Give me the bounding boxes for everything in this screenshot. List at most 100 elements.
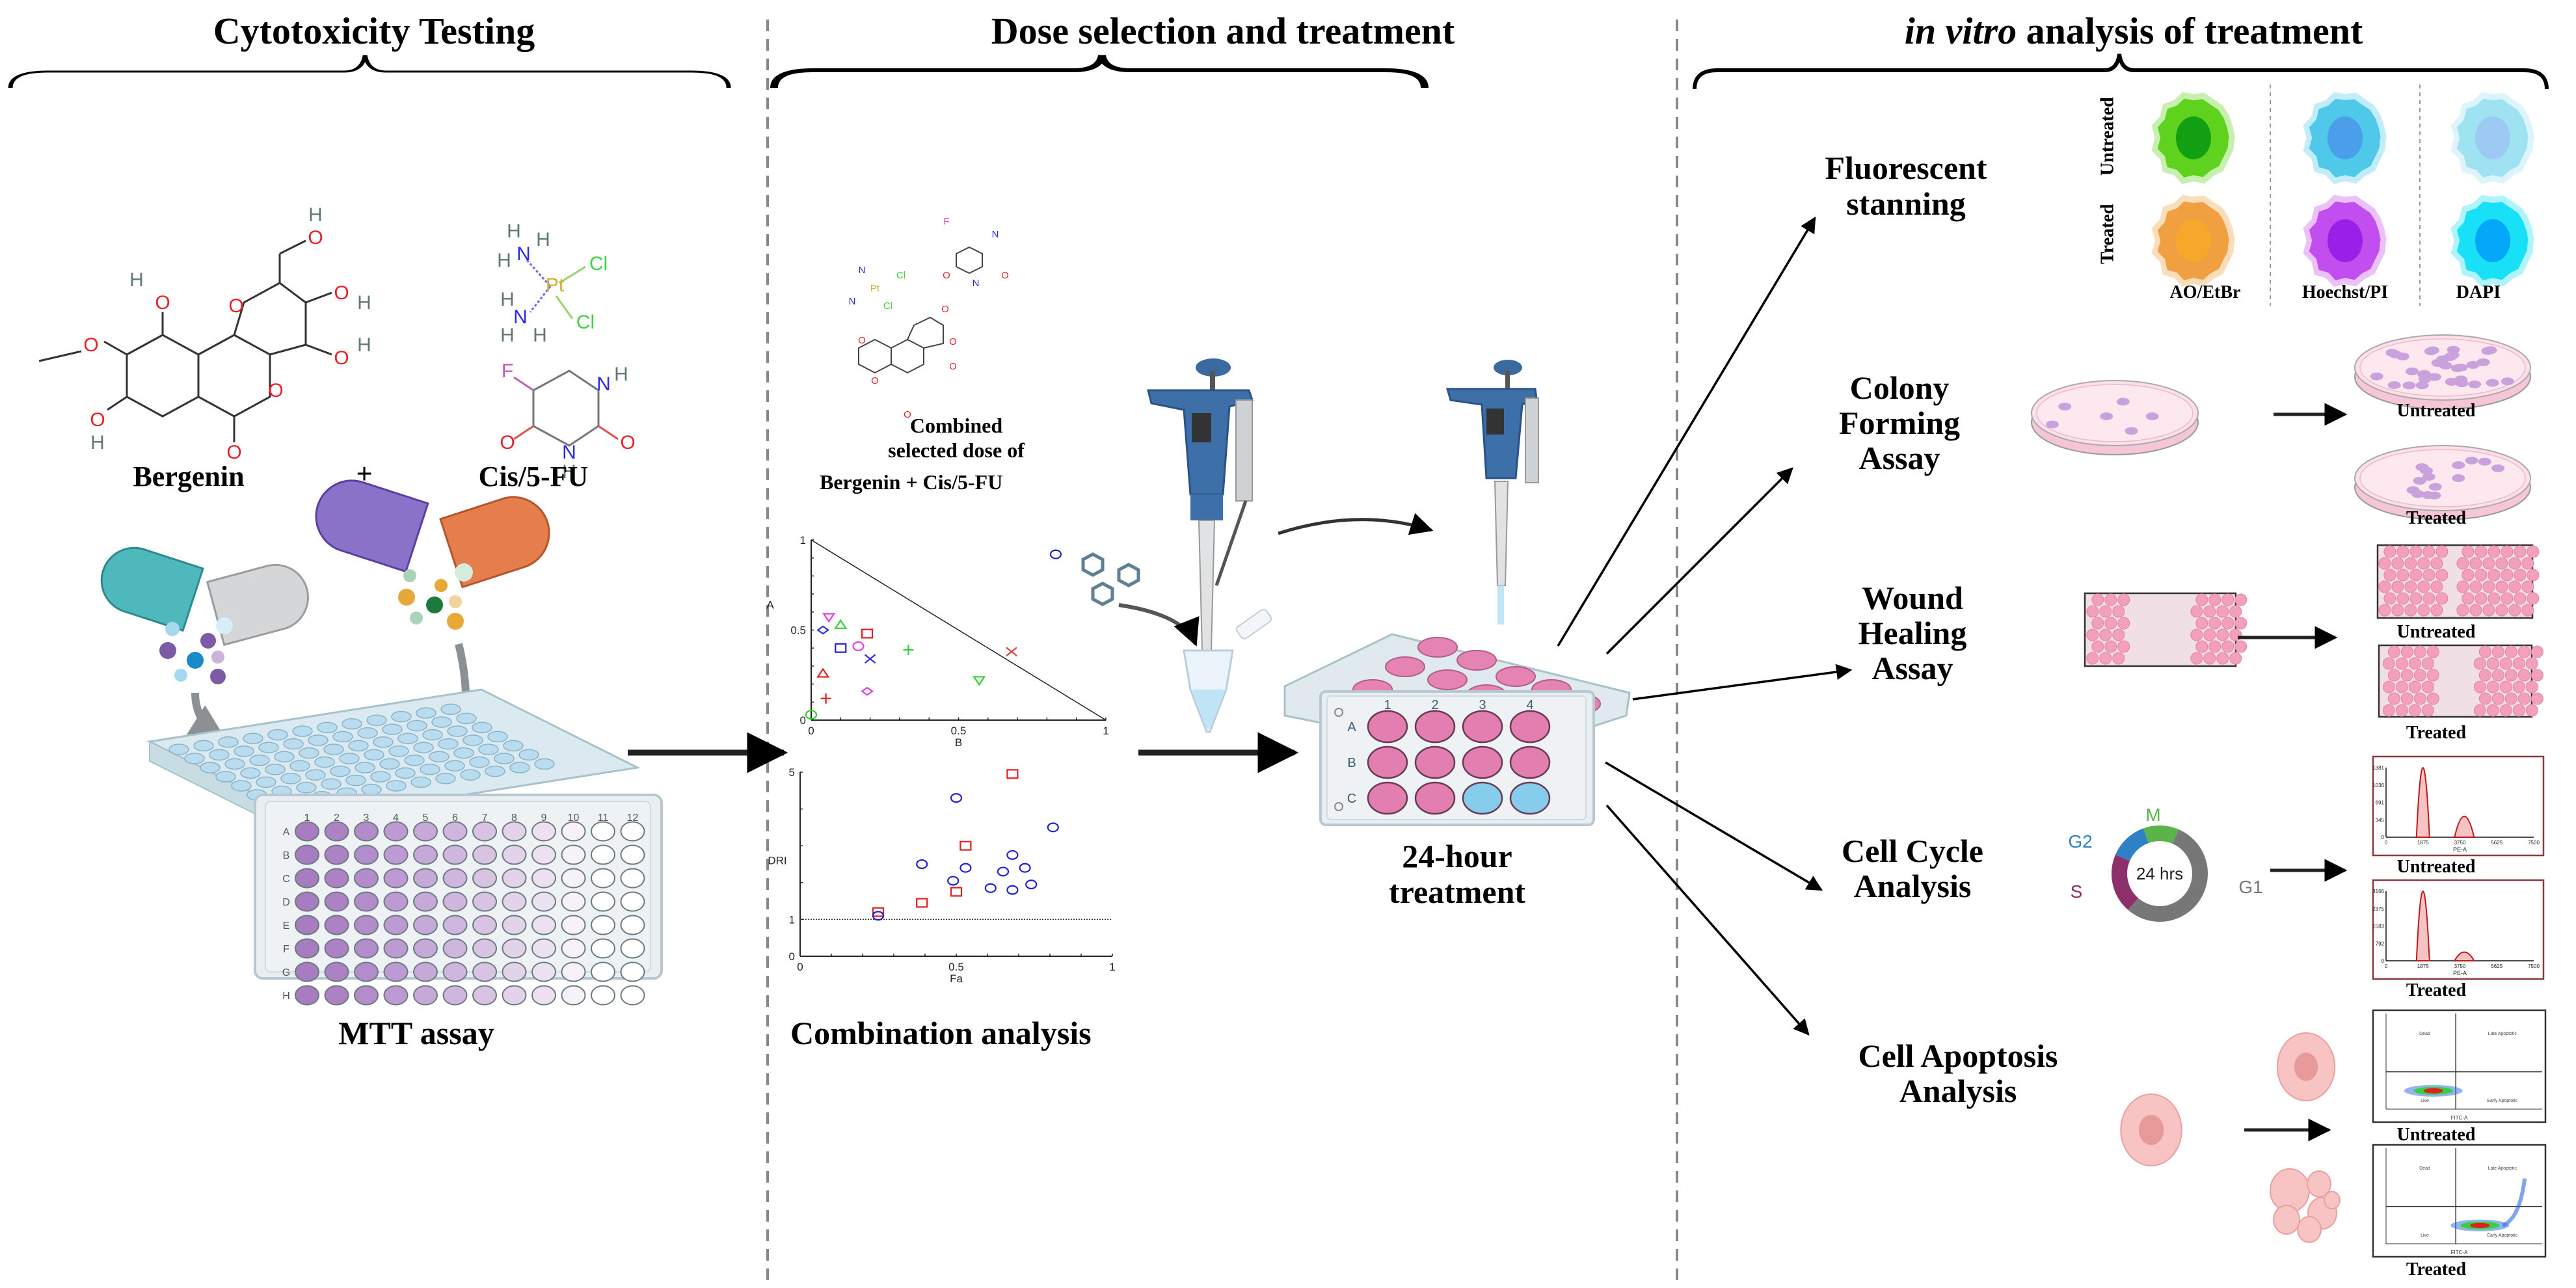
plate96-col-label: 5 [423, 812, 429, 824]
histogram-x-tick: 3750 [2454, 840, 2466, 846]
plate24-back-well [1417, 637, 1458, 658]
fluorescent-label-line1: Fluorescent [1825, 150, 1987, 186]
wound-cell [2195, 617, 2208, 630]
wound-cell [2527, 545, 2540, 558]
plate96-well [354, 821, 379, 842]
histogram-y-tick: 2375 [2372, 906, 2384, 912]
plate96-back-well [534, 758, 555, 770]
plate96-col-label: 12 [627, 812, 639, 824]
wound-cell [2190, 605, 2203, 618]
plate96-back-well [494, 753, 515, 764]
wound-cell [2383, 545, 2396, 558]
plate96-col-label: 11 [598, 812, 609, 824]
plate96-well [324, 961, 349, 982]
stain-dapi: DAPI [2456, 282, 2501, 302]
cell-cycle-phase-label: G1 [2238, 877, 2262, 897]
colony [2450, 364, 2464, 373]
wound-cell [2221, 640, 2234, 653]
flow-quadrant-late: Late Apoptotic [2488, 1166, 2517, 1171]
plate96-well [472, 844, 497, 865]
wound-cell [2486, 704, 2499, 717]
plate96-back-well [243, 732, 263, 744]
plate96-well [531, 844, 556, 865]
svg-text:N: N [849, 296, 856, 307]
svg-text:N: N [597, 373, 611, 395]
plate96-well [324, 915, 349, 935]
svg-text:H: H [500, 325, 515, 346]
wound-cell [2435, 545, 2449, 558]
dri-point [997, 866, 1010, 877]
section-title-invitro: in vitro analysis of treatment [1691, 10, 2576, 52]
brace-dose [770, 55, 1429, 88]
colony [2439, 362, 2452, 370]
svg-text:O: O [90, 409, 105, 431]
plate96-well [413, 961, 438, 982]
plate96-well [442, 961, 468, 982]
dri-point [1047, 822, 1059, 833]
plate96-well [324, 985, 349, 1006]
colony [2419, 466, 2433, 475]
plate96-well [413, 891, 438, 912]
plate96-col-label: 1 [304, 812, 310, 824]
wound-cell [2112, 605, 2125, 618]
plate12-well [1462, 781, 1503, 815]
isobologram-point [816, 625, 830, 635]
isobologram-point [805, 710, 818, 720]
plate96-well [472, 821, 497, 842]
plate96-well [502, 938, 527, 959]
colony [2406, 367, 2419, 375]
wound-cell [2430, 557, 2443, 570]
svg-text:O: O [268, 380, 283, 401]
plate96-back-well [373, 736, 394, 748]
plate96-well [591, 821, 615, 842]
wound-treated-label: Treated [2406, 723, 2467, 743]
colony-label-line3: Assay [1858, 440, 1940, 476]
wound-cell [2521, 604, 2534, 617]
combination-analysis-label: Combination analysis [790, 1015, 1092, 1051]
wound-cell [2409, 545, 2422, 558]
section-title-cytotoxicity: Cytotoxicity Testing [213, 10, 535, 52]
plate96-back-well [509, 762, 530, 773]
plate96-col-label: 9 [541, 812, 547, 824]
plate96-well [531, 821, 556, 842]
plate96-well [295, 985, 319, 1006]
colony [2486, 379, 2499, 387]
plate96-well [413, 821, 438, 842]
plate96-back-well [397, 732, 418, 744]
apoptosis-cells [2120, 1032, 2341, 1243]
wound-cell [2469, 557, 2482, 570]
wound-cell [2409, 592, 2422, 605]
wound-cell [2409, 569, 2422, 582]
flow-quadrant-late: Late Apoptotic [2488, 1032, 2517, 1036]
colony [2145, 412, 2159, 420]
plate96-well [324, 821, 349, 842]
combined-structures [858, 246, 983, 374]
plate96-well [354, 868, 379, 889]
wound-cell [2517, 669, 2530, 682]
plate96-back-well [364, 749, 384, 761]
dri-point [947, 876, 959, 886]
compound-bergenin-label: Bergenin [133, 461, 245, 492]
svg-text:O: O [334, 347, 349, 369]
wound-cell [2091, 593, 2104, 606]
plate96-back-well [435, 773, 456, 785]
colony [2466, 360, 2480, 369]
histogram-x-tick: 0 [2385, 840, 2388, 846]
plate96-back-well [256, 776, 276, 788]
plus-sign: + [356, 458, 373, 490]
histogram-g1-peak [2415, 767, 2430, 838]
combined-dose-line2: selected dose of [888, 438, 1025, 462]
wound-cell [2195, 593, 2208, 606]
section-title-rest: analysis of treatment [2017, 10, 2363, 52]
wound-cell [2400, 692, 2413, 705]
histogram-frame [2372, 755, 2545, 857]
plate96-row-label: E [283, 920, 290, 932]
svg-text:H: H [308, 204, 323, 226]
plate96-back-well [503, 740, 524, 752]
plate96-back-well [438, 738, 459, 750]
dri-x-tick-label: 0 [797, 961, 803, 973]
wound-cell [2491, 645, 2504, 658]
